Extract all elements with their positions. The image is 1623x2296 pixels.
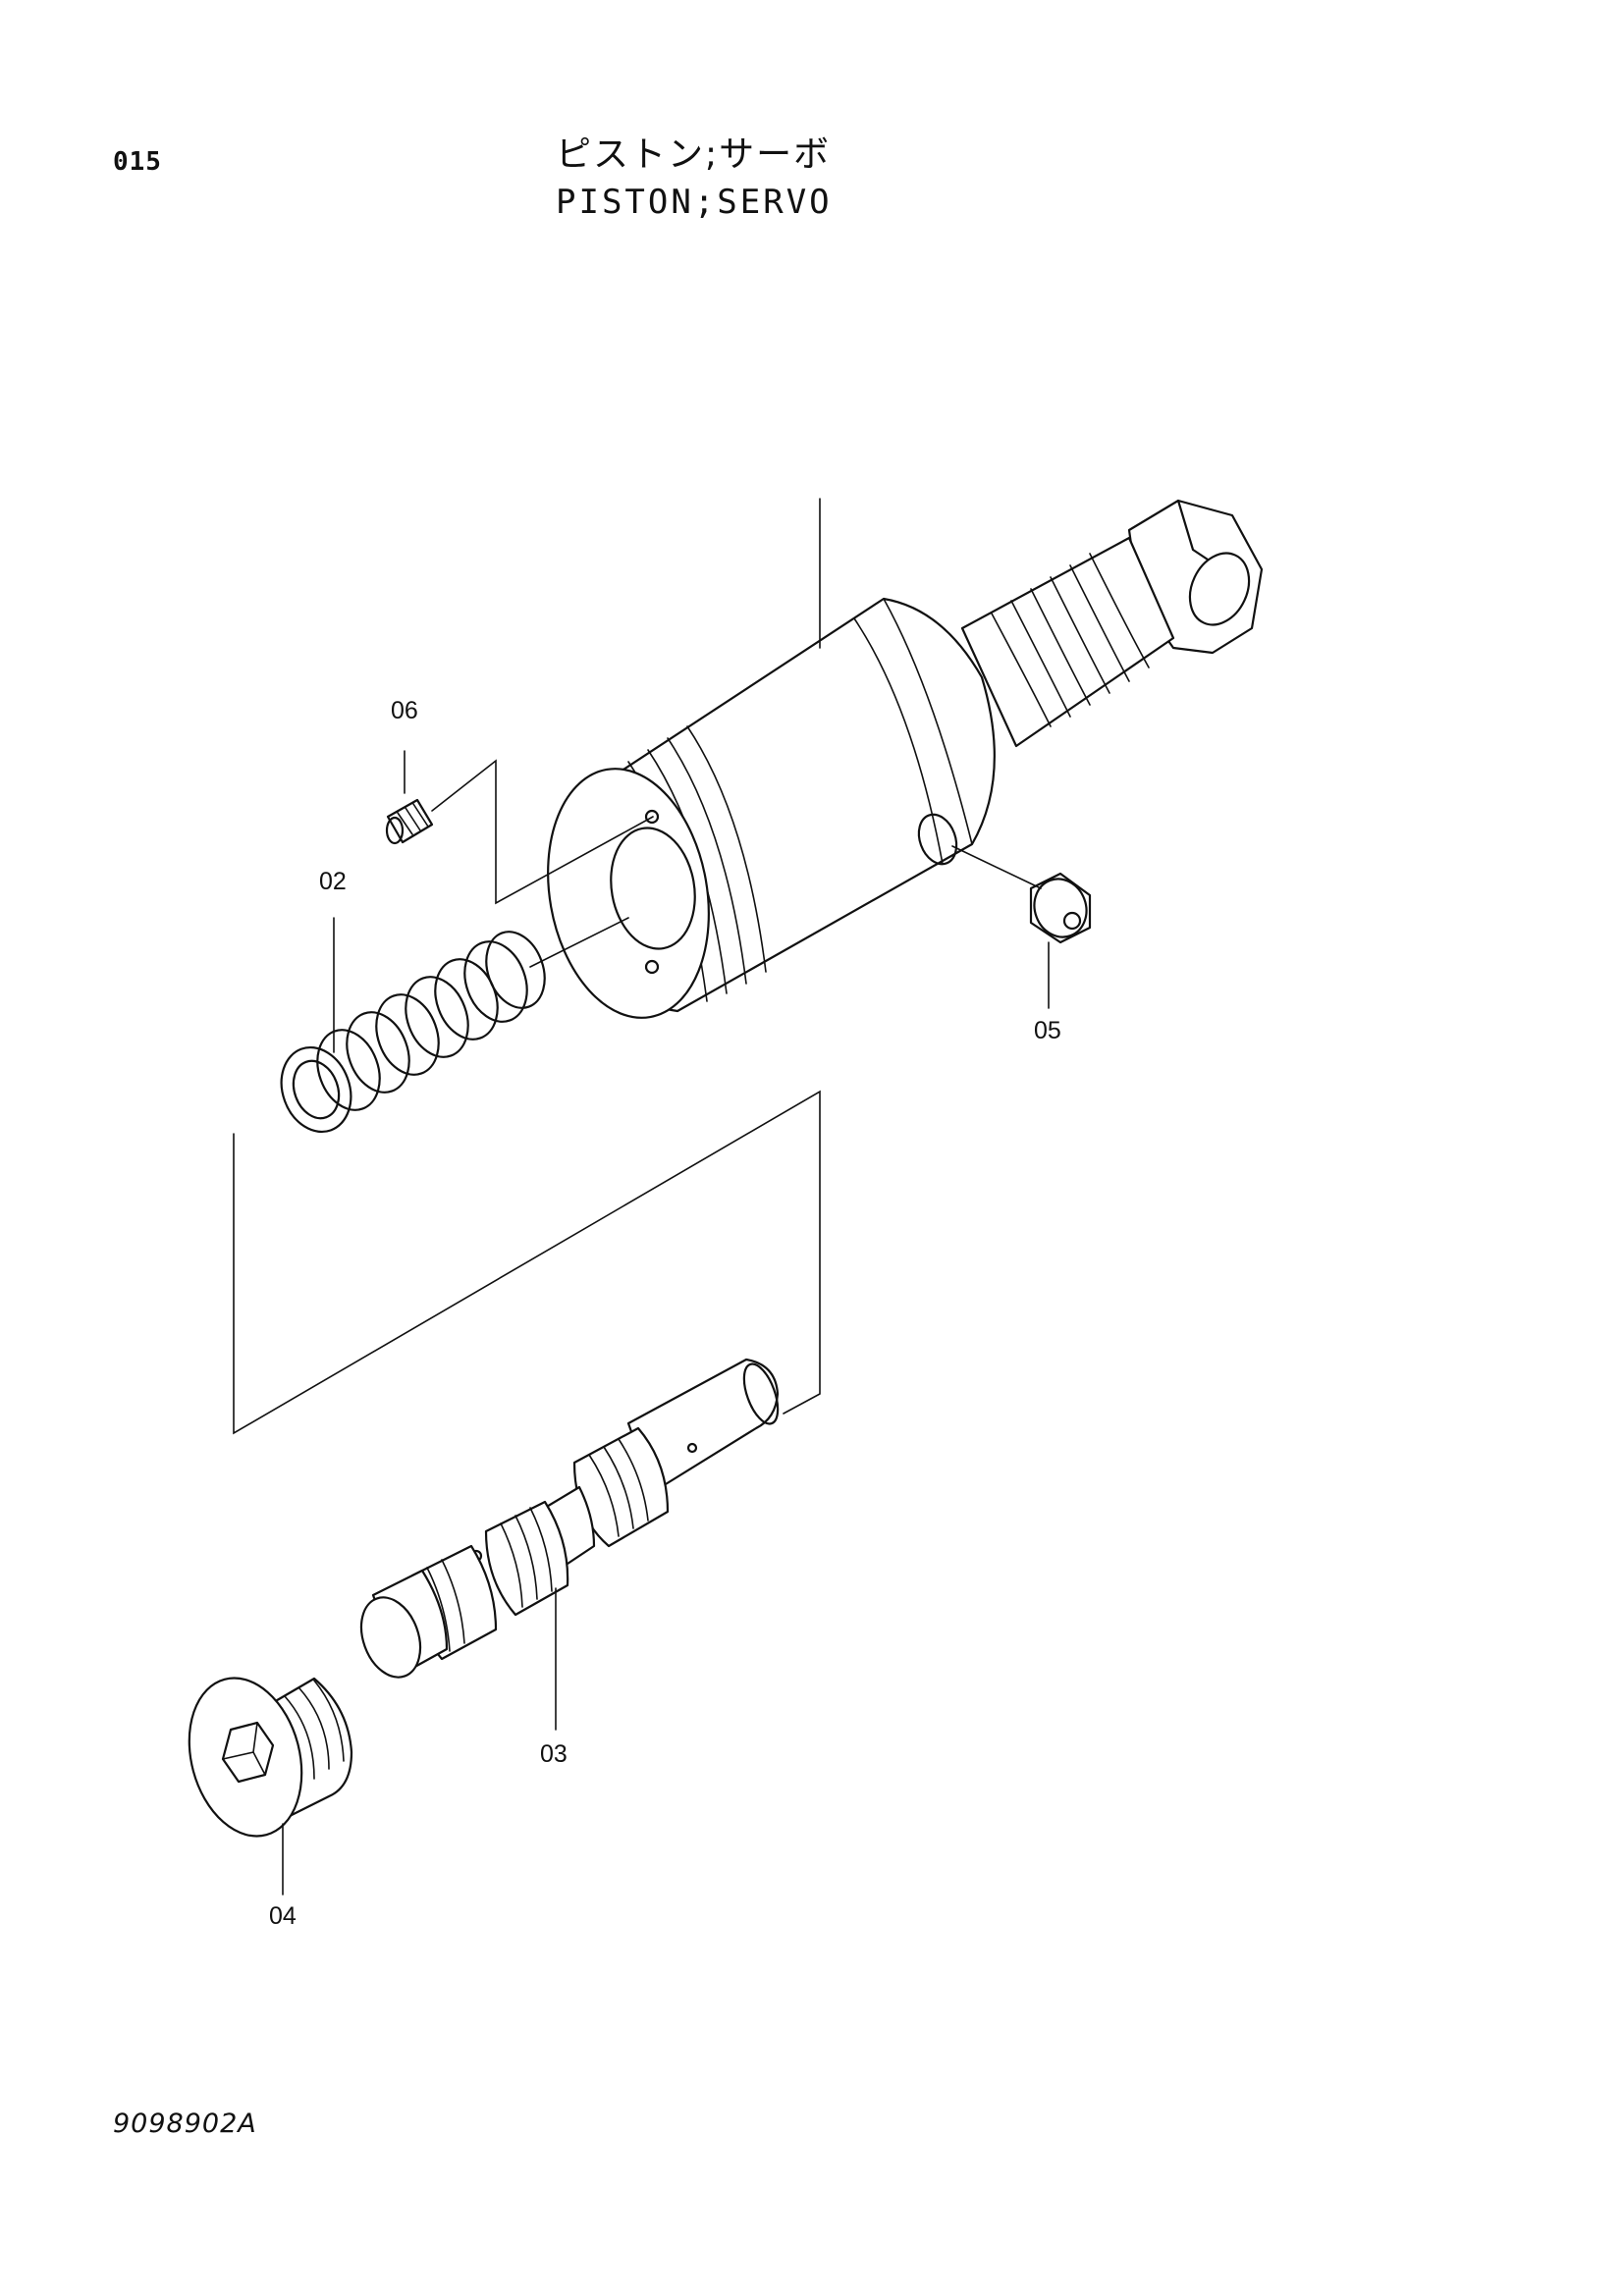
page-number: 015 (113, 147, 162, 177)
callout-02: 02 (319, 868, 347, 895)
callout-04: 04 (269, 1902, 297, 1930)
spool-03 (351, 1360, 784, 1685)
leader-05 (952, 846, 1049, 1008)
callout-05: 05 (1034, 1017, 1061, 1044)
title-japanese: ピストン;サーボ (556, 134, 832, 175)
callout-03: 03 (540, 1740, 568, 1768)
plug-05 (1026, 872, 1094, 944)
exploded-view-bracket (234, 1092, 820, 1433)
spring-02 (270, 924, 555, 1142)
callout-06: 06 (391, 697, 418, 724)
drawing-code: 9098902A (113, 2109, 257, 2139)
plug-04 (173, 1666, 352, 1849)
title-english: PISTON;SERVO (556, 183, 833, 222)
servo-piston-body (529, 501, 1262, 1031)
leader-06 (405, 751, 653, 903)
leader-spring-to-body (530, 918, 628, 967)
set-screw-06 (387, 800, 432, 843)
